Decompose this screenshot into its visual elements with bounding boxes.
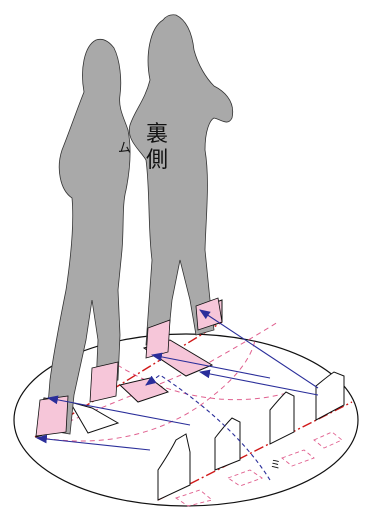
popup-cut-marks bbox=[174, 431, 343, 507]
silhouette-right bbox=[128, 14, 234, 346]
label-dim-left: ム bbox=[118, 141, 131, 156]
label-back-side-bottom: 側 bbox=[146, 148, 168, 173]
fold-arrows bbox=[35, 309, 319, 481]
silhouette-left bbox=[45, 38, 131, 435]
pink-guide-curves bbox=[35, 321, 291, 442]
label-dim-right: ミ bbox=[270, 458, 281, 471]
silhouettes bbox=[45, 14, 234, 435]
popup-panels bbox=[157, 371, 345, 501]
label-back-side-top: 裏 bbox=[146, 122, 168, 147]
